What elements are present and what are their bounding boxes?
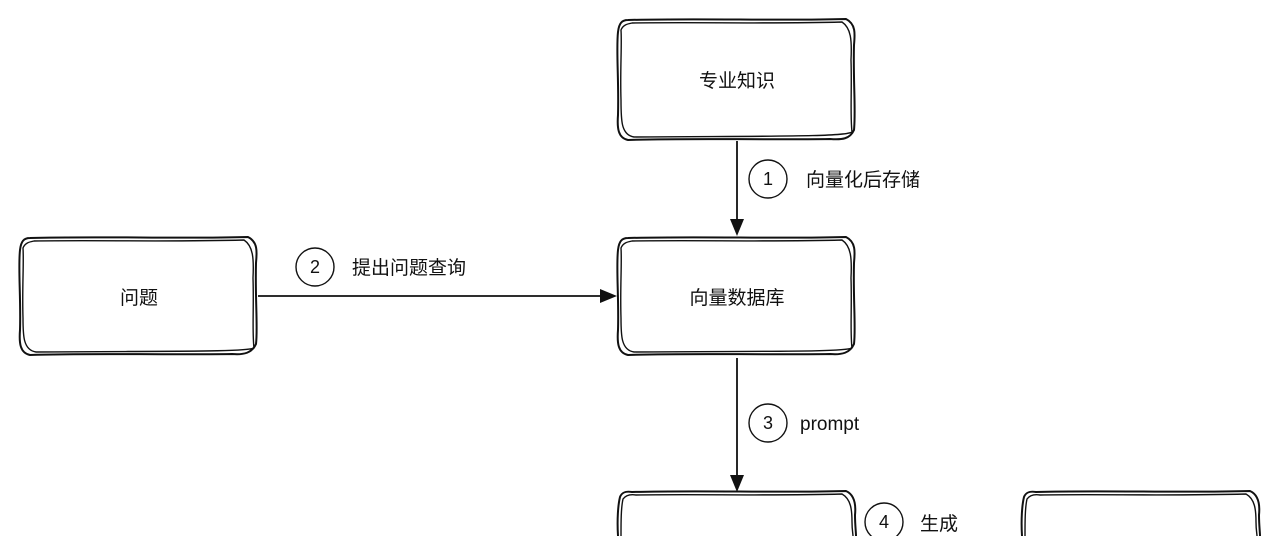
arrow-query-head: [600, 289, 617, 303]
step-4-number: 4: [879, 512, 889, 532]
step-4-badge: [864, 502, 904, 536]
node-answer[interactable]: [1020, 490, 1261, 536]
edge-store: 1 向量化后存储: [730, 141, 920, 236]
node-llm[interactable]: [616, 490, 857, 536]
arrow-store-head: [730, 219, 744, 236]
edge-generate: 4 生成: [864, 502, 958, 536]
step-2-number: 2: [310, 257, 320, 277]
node-knowledge-label: 专业知识: [699, 70, 775, 92]
edge-prompt: 3 prompt: [730, 358, 860, 492]
step-2-label: 提出问题查询: [352, 257, 466, 279]
step-1-label: 向量化后存储: [806, 169, 920, 191]
node-vector-db[interactable]: 向量数据库: [616, 236, 856, 356]
step-3-number: 3: [763, 413, 773, 433]
node-knowledge[interactable]: 专业知识: [616, 18, 856, 141]
step-1-number: 1: [763, 169, 773, 189]
node-vector-db-label: 向量数据库: [689, 287, 784, 309]
step-3-badge: [748, 403, 788, 443]
node-question[interactable]: 问题: [18, 236, 258, 356]
edge-query: 2 提出问题查询: [258, 247, 617, 303]
arrow-prompt-head: [730, 475, 744, 492]
step-1-badge: [748, 159, 788, 199]
step-4-label: 生成: [920, 513, 958, 535]
step-3-label: prompt: [800, 414, 860, 435]
node-question-label: 问题: [120, 287, 158, 309]
step-2-badge: [295, 247, 335, 287]
